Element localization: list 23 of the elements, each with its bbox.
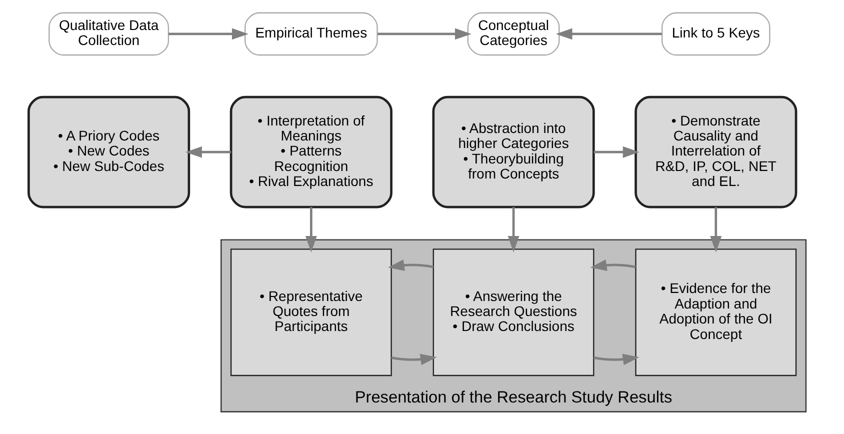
arrow: [391, 354, 437, 366]
node-box: • Interpretation of Meanings • Patterns Recognition • Rival Explanations: [230, 96, 392, 208]
node-box: Empirical Themes: [244, 12, 378, 56]
node-box: • Representative Quotes from Participants: [230, 248, 392, 376]
arrow: [305, 207, 317, 252]
arrow: [710, 207, 722, 252]
node-box: • Evidence for the Adaption and Adoption of the OI Concept: [635, 248, 797, 376]
arrow: [594, 146, 640, 158]
arrow: [186, 146, 232, 158]
arrow: [508, 207, 520, 252]
arrow: [378, 28, 472, 40]
arrow: [556, 28, 662, 40]
node-box: • Answering the Research Questions • Draw Conclusions: [432, 248, 594, 376]
node-box: Conceptual Categories: [467, 12, 560, 56]
node-box: Link to 5 Keys: [662, 12, 770, 56]
arrow: [594, 354, 640, 366]
node-box: Qualitative Data Collection: [48, 12, 170, 56]
arrow: [388, 260, 434, 271]
node-box: • A Priory Codes • New Codes • New Sub-Codes: [28, 96, 190, 208]
node-box: • Abstraction into higher Categories • Theorybuilding from Concepts: [432, 96, 595, 208]
node-box: • Demonstrate Causality and Interrelation of R&D, IP, COL, NET and EL.: [634, 96, 798, 208]
arrow: [168, 28, 248, 40]
arrow: [590, 260, 636, 271]
